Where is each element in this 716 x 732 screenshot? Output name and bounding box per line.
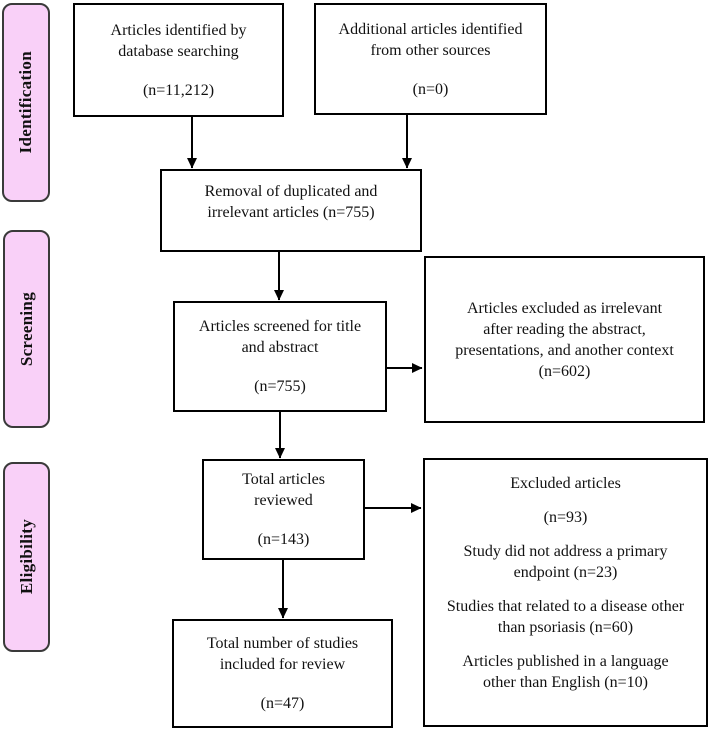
box-count: (n=0): [412, 80, 449, 98]
box-articles-screened: Articles screened for title and abstract…: [173, 301, 387, 412]
stage-label-text: Identification: [16, 51, 35, 154]
box-studies-included: Total number of studies included for rev…: [172, 619, 393, 728]
box-articles-excluded-irrelevant: Articles excluded as irrelevant after re…: [424, 256, 705, 423]
stage-label-identification: Identification: [2, 3, 50, 202]
box-excluded-articles: Excluded articles (n=93) Study did not a…: [423, 458, 708, 727]
box-total-articles-reviewed: Total articles reviewed (n=143): [202, 459, 365, 560]
box-articles-identified-by-database: Articles identified by database searchin…: [73, 3, 284, 117]
box-count: (n=93): [543, 509, 588, 526]
box-additional-articles: Additional articles identified from othe…: [314, 3, 547, 115]
box-text: Total number of studies included for rev…: [206, 635, 359, 673]
stage-label-screening: Screening: [3, 230, 50, 428]
box-text: Articles excluded as irrelevant after re…: [455, 299, 674, 380]
box-count: (n=11,212): [142, 81, 215, 99]
box-text: Removal of duplicated and irrelevant art…: [204, 183, 378, 221]
box-text: Articles screened for title and abstract: [198, 318, 362, 356]
stage-label-eligibility: Eligibility: [3, 462, 50, 652]
exclusion-reason-endpoint: Study did not address a primary endpoint…: [463, 543, 668, 581]
box-count: (n=755): [254, 378, 306, 395]
stage-label-text: Eligibility: [16, 519, 36, 595]
exclusion-reason-language: Articles published in a language other t…: [462, 653, 669, 691]
box-title: Excluded articles: [510, 475, 621, 492]
box-count: (n=143): [257, 531, 310, 548]
box-text: Additional articles identified from othe…: [338, 20, 523, 59]
exclusion-reason-disease: Studies that related to a disease other …: [446, 598, 685, 636]
box-removal-of-duplicates: Removal of duplicated and irrelevant art…: [160, 169, 422, 252]
box-count: (n=47): [260, 695, 305, 712]
box-text: Total articles reviewed: [242, 471, 325, 509]
box-text: Articles identified by database searchin…: [110, 21, 247, 60]
stage-label-text: Screening: [16, 291, 36, 367]
